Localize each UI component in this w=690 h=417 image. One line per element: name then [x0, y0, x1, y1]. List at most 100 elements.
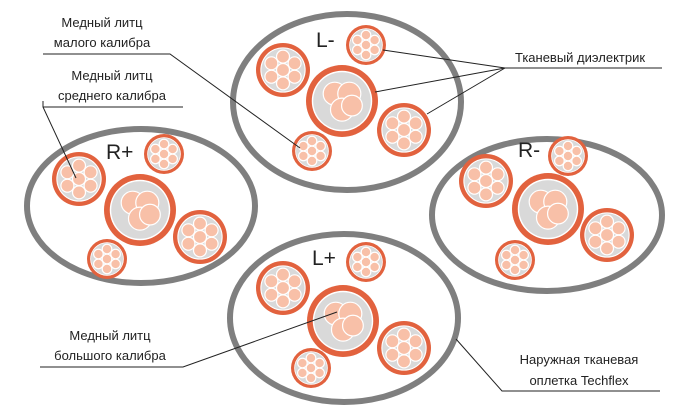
strand [360, 29, 372, 41]
strand [192, 243, 208, 258]
strand [478, 187, 494, 202]
strand [369, 261, 380, 273]
leader-dielectric-a [382, 49, 506, 69]
strand [287, 274, 302, 289]
strand [478, 160, 494, 175]
leader-lines [40, 49, 662, 392]
cable-r-plus: R+ [24, 126, 258, 286]
strand [306, 155, 318, 167]
strand [297, 357, 308, 369]
cable-l-minus: L- [230, 11, 464, 193]
cable-label: L+ [312, 247, 336, 270]
strand [167, 153, 178, 165]
strand [60, 165, 75, 180]
strand [264, 287, 279, 302]
strand [305, 372, 317, 384]
conductor-large [512, 173, 584, 245]
strand [83, 165, 98, 180]
strand [306, 135, 318, 147]
conductor-small [87, 239, 127, 279]
callout-dielectric: Тканевый диэлектрик [515, 50, 645, 65]
strand [408, 347, 423, 362]
strand [101, 263, 113, 275]
strand [352, 261, 363, 273]
strand [490, 167, 505, 182]
strand [546, 202, 569, 225]
callout-line-1: Медный литц [69, 328, 151, 343]
cable-r-minus: R- [429, 136, 665, 294]
leader-dielectric-c [426, 67, 506, 115]
strand [287, 287, 302, 302]
strand [110, 258, 121, 270]
conductor-small [144, 134, 184, 174]
conductor-small [291, 348, 331, 388]
strand [509, 264, 521, 276]
strand [408, 129, 423, 144]
strand [562, 160, 574, 172]
strand [408, 334, 423, 349]
strand [352, 34, 363, 46]
conductor-medium [377, 321, 431, 375]
strand [369, 251, 380, 263]
conductor-medium [256, 43, 310, 97]
strand [588, 234, 603, 249]
strand [275, 280, 291, 296]
strand [204, 236, 219, 251]
strand [369, 34, 380, 46]
strand [71, 158, 87, 173]
strand [599, 214, 615, 229]
conductor-large [306, 65, 378, 137]
conductor-small [292, 131, 332, 171]
strand [192, 216, 208, 231]
strand [385, 347, 400, 362]
strand [150, 153, 161, 165]
strand [509, 254, 521, 266]
conductor-medium [52, 152, 106, 206]
strand [360, 266, 372, 278]
strand [396, 340, 412, 356]
cable-l-plus: L+ [227, 231, 461, 405]
strand [60, 178, 75, 193]
conductor-large [104, 174, 176, 246]
strand [158, 158, 170, 170]
strand [352, 251, 363, 263]
strand [305, 352, 317, 364]
strand [562, 150, 574, 162]
strand [264, 56, 279, 71]
strand [167, 143, 178, 155]
strand [275, 76, 291, 91]
conductor-medium [173, 210, 227, 264]
strand [298, 140, 309, 152]
callout-line-2: малого калибра [54, 35, 151, 50]
strand [490, 180, 505, 195]
strand [611, 234, 626, 249]
strand [158, 138, 170, 150]
strand [396, 109, 412, 124]
strand [360, 256, 372, 268]
strand [554, 155, 565, 167]
strand [101, 243, 113, 255]
strand [571, 155, 582, 167]
strand [93, 258, 104, 270]
strand [599, 227, 615, 243]
cable-label: R+ [106, 141, 133, 164]
callout-line-2: среднего калибра [58, 88, 167, 103]
conductor-small [495, 240, 535, 280]
strand [611, 221, 626, 236]
strand [396, 327, 412, 342]
strand [264, 69, 279, 84]
cable-label: R- [518, 139, 540, 162]
callout-medium-gauge: Медный литц среднего калибра [58, 68, 167, 103]
strand [478, 173, 494, 189]
strand [275, 49, 291, 64]
strand [204, 223, 219, 238]
strand [385, 129, 400, 144]
strand [275, 267, 291, 282]
conductor-medium [459, 154, 513, 208]
strand [181, 236, 196, 251]
strand [314, 367, 325, 379]
callout-line-1: Медный литц [71, 68, 153, 83]
strand [518, 249, 529, 261]
strand [554, 145, 565, 157]
strand [287, 56, 302, 71]
